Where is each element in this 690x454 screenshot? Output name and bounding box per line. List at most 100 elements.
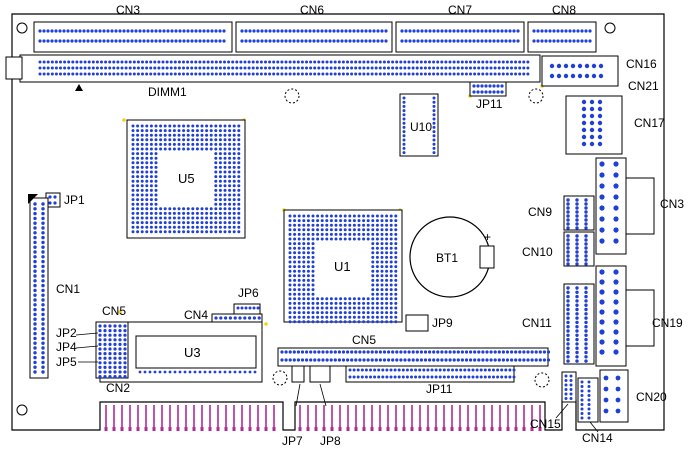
pin (428, 66, 431, 70)
pin (154, 221, 158, 225)
pin (50, 60, 54, 64)
pin (182, 216, 186, 220)
pin (306, 260, 310, 264)
pin (389, 251, 393, 255)
pin (159, 147, 163, 151)
pin (575, 246, 579, 250)
pin (102, 29, 106, 33)
pin (163, 221, 167, 225)
pin (214, 221, 218, 225)
pin (395, 60, 399, 64)
pin (468, 29, 472, 33)
edge-finger-tip (506, 427, 510, 431)
edge-finger-tip (426, 427, 430, 431)
pin (124, 60, 128, 64)
pin (375, 297, 379, 301)
pin (370, 350, 374, 354)
pin (464, 29, 468, 33)
pin (251, 72, 255, 76)
pin (469, 72, 472, 76)
pin (415, 350, 419, 354)
pin (145, 193, 149, 197)
pin (514, 72, 518, 76)
pin (297, 292, 301, 296)
pin (95, 66, 99, 70)
pin (228, 138, 232, 142)
pin (98, 333, 102, 337)
pin (500, 84, 504, 88)
pin (419, 358, 423, 362)
pin (446, 368, 450, 372)
pin (223, 211, 227, 215)
pin (218, 202, 222, 206)
pin (479, 375, 483, 379)
pin (485, 60, 489, 64)
pin (41, 336, 45, 341)
pin (33, 245, 37, 249)
pin (191, 225, 195, 229)
pin (205, 225, 209, 229)
pin (460, 350, 464, 354)
pin (232, 211, 236, 215)
pin (41, 317, 45, 321)
pin (33, 327, 37, 331)
pin (566, 226, 570, 230)
pin (228, 147, 232, 151)
pin (411, 358, 415, 362)
pin (165, 60, 169, 64)
label-cn17: CN17 (634, 116, 665, 130)
pin (348, 223, 352, 227)
pin (504, 29, 508, 33)
pin (256, 39, 260, 43)
pin (584, 316, 588, 320)
pin (371, 315, 375, 319)
pin (200, 142, 204, 146)
pin (389, 265, 393, 269)
pin (113, 329, 117, 333)
pin (380, 29, 384, 33)
pin (598, 63, 604, 69)
pin (339, 219, 343, 223)
pin (218, 193, 222, 197)
pin (464, 350, 469, 354)
pin (385, 292, 389, 296)
pin (576, 29, 580, 33)
pin (385, 232, 389, 236)
pin (501, 60, 505, 64)
pin (214, 66, 218, 70)
pin (228, 161, 232, 165)
pin (440, 72, 444, 76)
pin (140, 142, 144, 146)
pin (293, 251, 297, 255)
edge-finger-tip (168, 427, 172, 431)
label-jp11-top: JP11 (476, 97, 503, 111)
pin (402, 113, 406, 117)
pin (218, 175, 222, 179)
pin (284, 358, 288, 362)
pin (145, 133, 149, 137)
pin (228, 211, 232, 215)
pin (302, 283, 306, 287)
pin (136, 170, 140, 174)
pin (131, 152, 135, 156)
pin (228, 230, 232, 234)
pin (370, 72, 374, 76)
pin (293, 320, 297, 324)
pin (366, 320, 370, 324)
pin (228, 202, 232, 206)
pin (306, 297, 310, 301)
pin (280, 29, 284, 33)
pin (218, 221, 222, 225)
pin (385, 301, 389, 305)
pin (140, 211, 144, 215)
pin (589, 127, 595, 133)
pin (136, 129, 140, 133)
pin (584, 325, 588, 329)
pin (154, 152, 158, 156)
pin (292, 66, 296, 70)
pin (302, 265, 306, 269)
pin (344, 29, 348, 33)
pin (159, 211, 163, 215)
pin (575, 350, 579, 355)
pin (305, 72, 308, 76)
